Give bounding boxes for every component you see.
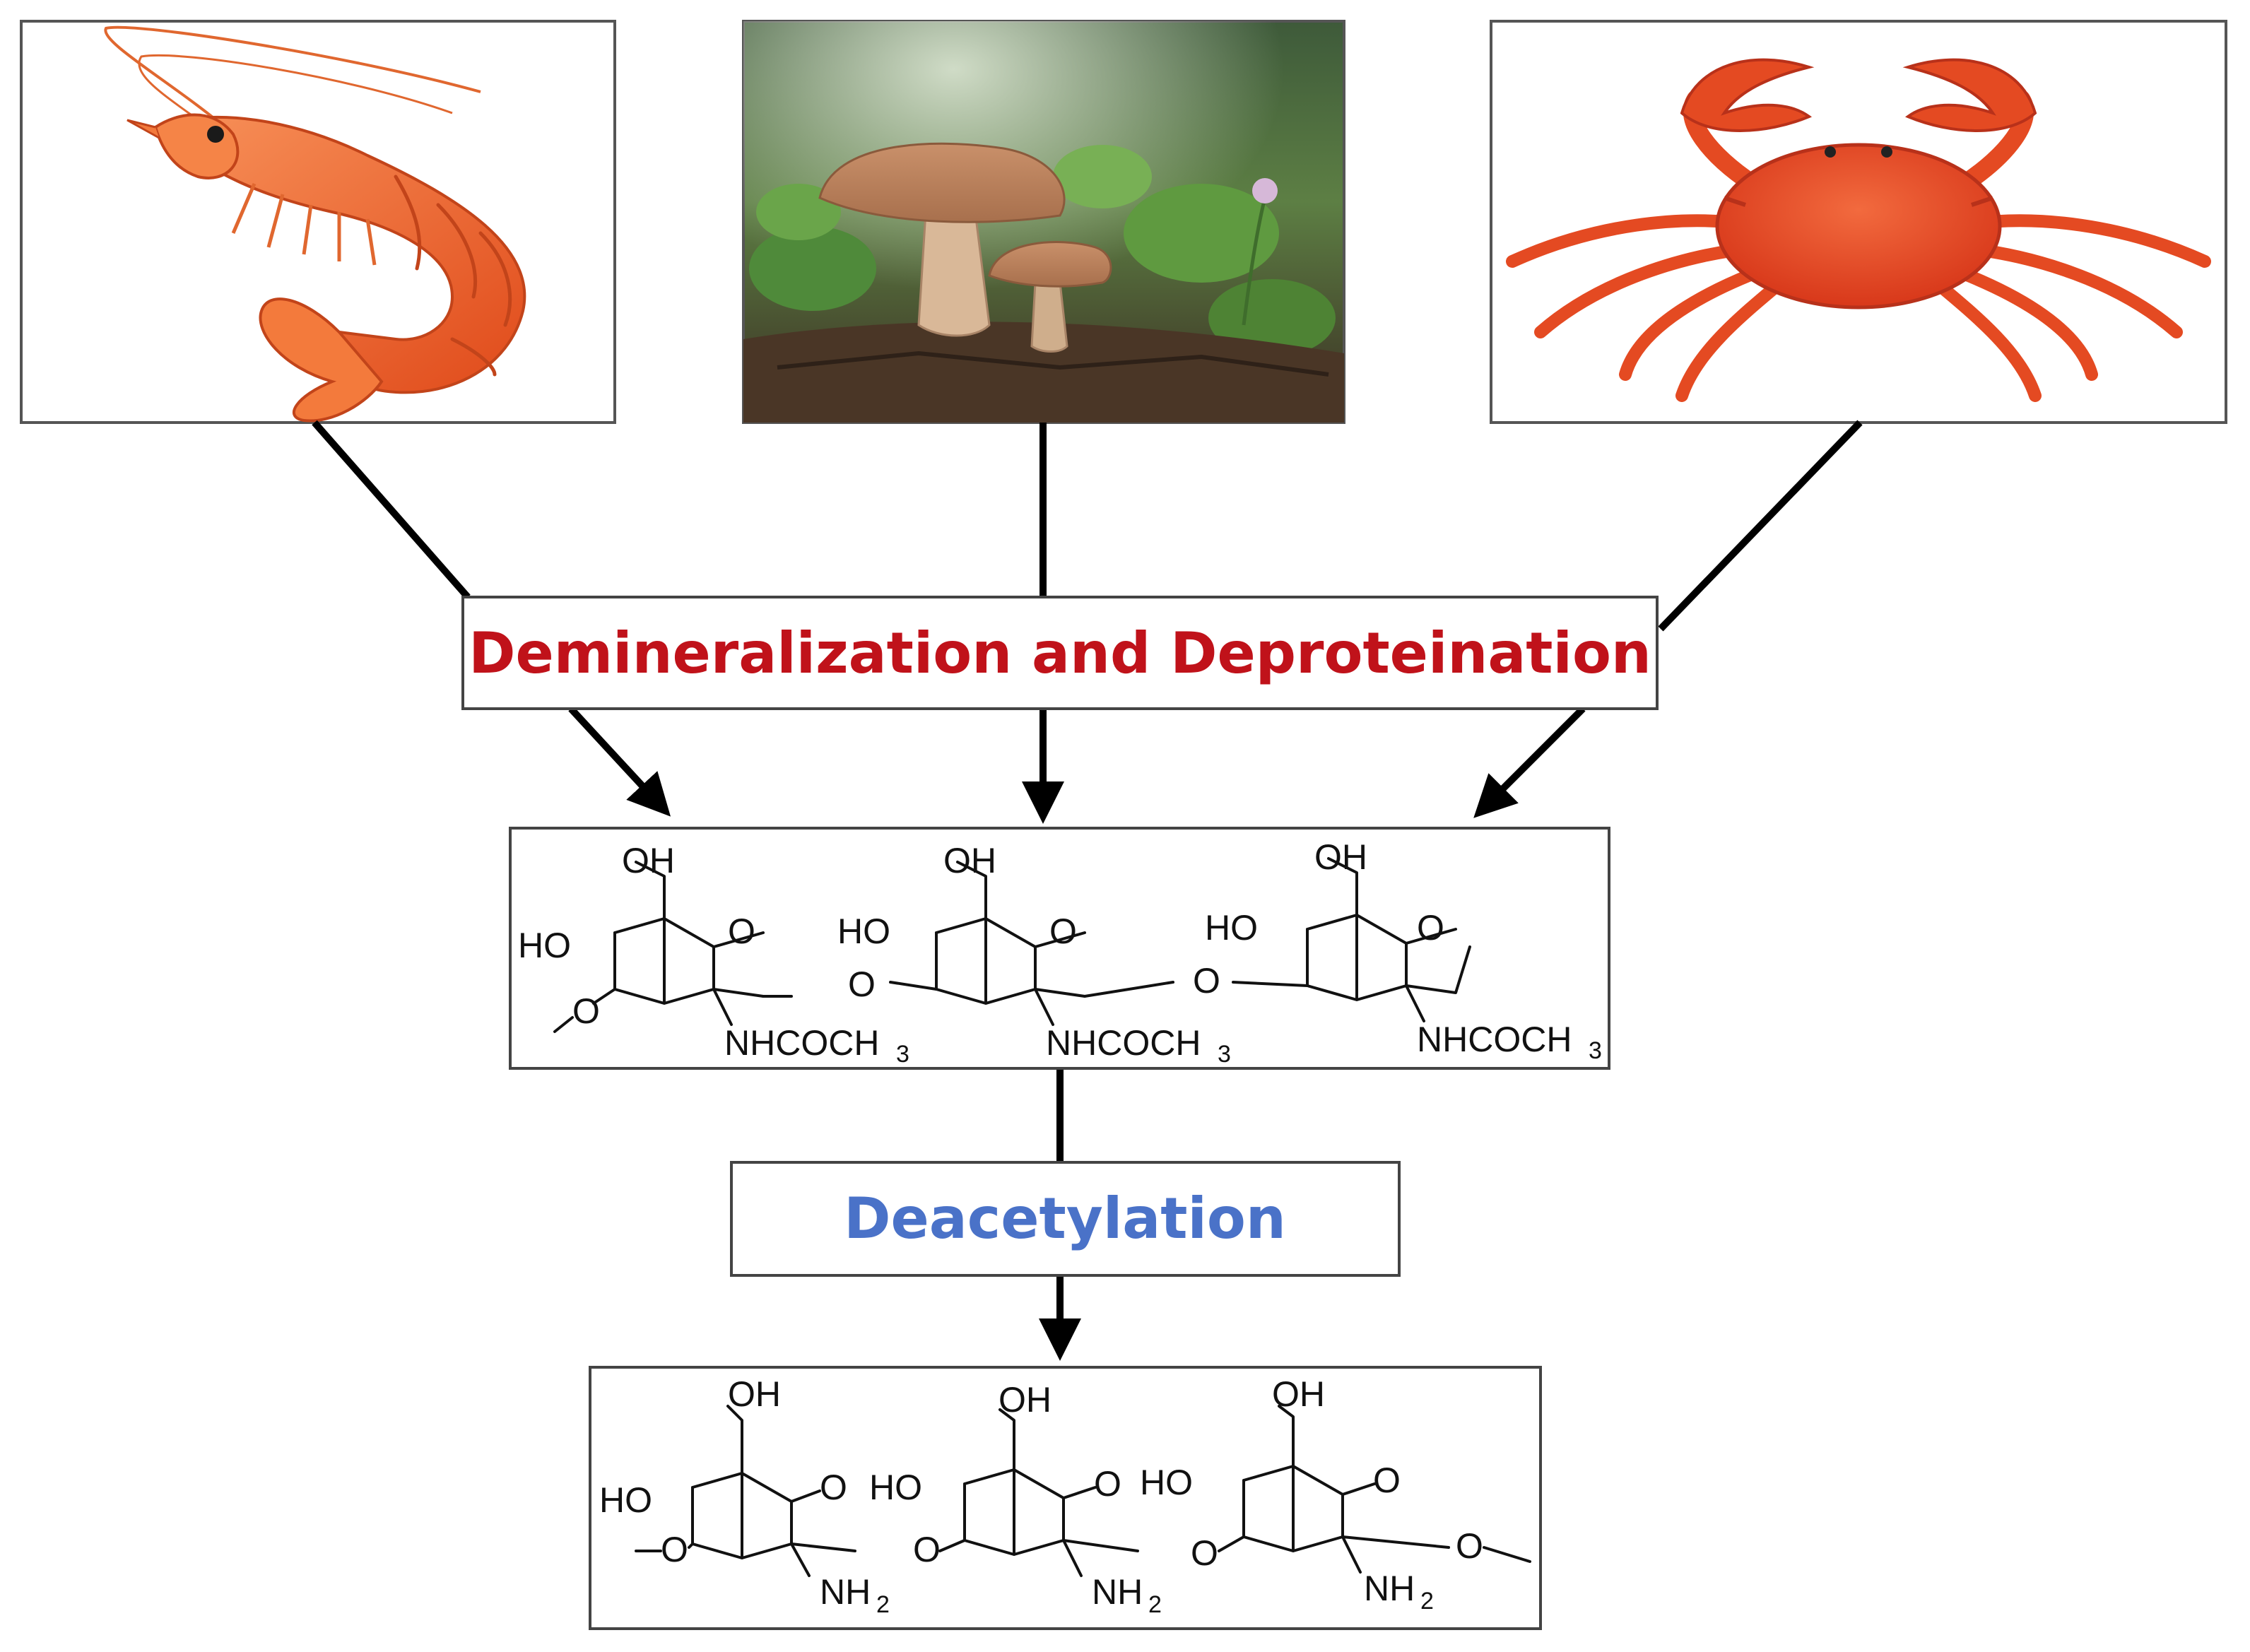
chitin-sub3-3: 3 bbox=[1589, 1037, 1602, 1064]
chitin-nhcoch-2: NHCOCH bbox=[1046, 1023, 1201, 1063]
chitosan-unit-2: OH HO O NH 2 bbox=[869, 1380, 1162, 1618]
mushroom-panel bbox=[742, 20, 1345, 424]
step1-to-chitin-arrows bbox=[568, 706, 1586, 824]
chitin-ring-o-2: O bbox=[1049, 911, 1077, 951]
chitosan-o-left: O bbox=[661, 1530, 688, 1569]
chitin-ring-o-1: O bbox=[728, 911, 755, 951]
chitosan-unit-3: OH HO O O NH 2 bbox=[1140, 1374, 1531, 1615]
chitin-unit-2: OH HO O NHCOCH 3 bbox=[837, 841, 1231, 1068]
shrimp-icon bbox=[104, 25, 526, 423]
chitin-oh-3: OH bbox=[1314, 837, 1367, 877]
chitin-unit-1: OH HO O O NHCOCH 3 bbox=[518, 841, 909, 1068]
chitosan-ring-o-2: O bbox=[1094, 1464, 1121, 1504]
chitosan-glyco-o-2: O bbox=[1191, 1533, 1218, 1573]
chitin-unit-3: OH HO O NHCOCH 3 bbox=[1205, 837, 1602, 1064]
chitosan-oh-1: OH bbox=[728, 1374, 781, 1414]
chitin-sub3-1: 3 bbox=[896, 1041, 909, 1068]
chitosan-nh-3: NH bbox=[1364, 1569, 1415, 1608]
chitin-glyco-o-2: O bbox=[1193, 961, 1220, 1001]
chitosan-structure: OH HO O O NH 2 O OH HO O NH 2 O OH HO bbox=[589, 1366, 1542, 1630]
chitin-oh-1: OH bbox=[622, 841, 675, 880]
chitin-ho-2: HO bbox=[837, 911, 890, 951]
source-connectors bbox=[312, 420, 1863, 632]
crab-icon bbox=[1506, 58, 2211, 402]
chitin-ring-o-3: O bbox=[1417, 908, 1444, 948]
step2-box: Deacetylation bbox=[730, 1161, 1401, 1277]
chitosan-sub2-2: 2 bbox=[1148, 1591, 1162, 1618]
chitin-glyco-o-1: O bbox=[848, 964, 876, 1004]
chitosan-oh-3: OH bbox=[1272, 1374, 1325, 1414]
chitin-o-left: O bbox=[572, 991, 600, 1031]
chitosan-ring-o-3: O bbox=[1373, 1461, 1401, 1500]
chitosan-ring-o-1: O bbox=[820, 1468, 847, 1507]
chitin-sub3-2: 3 bbox=[1218, 1041, 1231, 1068]
mushroom-icon bbox=[743, 142, 1344, 423]
chitosan-oh-2: OH bbox=[999, 1380, 1052, 1420]
chitosan-o-right: O bbox=[1456, 1526, 1483, 1566]
crab-panel bbox=[1490, 20, 2227, 424]
chitin-nhcoch-1: NHCOCH bbox=[724, 1023, 879, 1063]
chitosan-nh-2: NH bbox=[1092, 1572, 1143, 1612]
chitosan-ho-2: HO bbox=[869, 1468, 922, 1507]
chitin-ho-3: HO bbox=[1205, 908, 1258, 948]
chitosan-nh-1: NH bbox=[820, 1572, 871, 1612]
step1-label: Demineralization and Deproteination bbox=[469, 620, 1651, 686]
chitosan-ho-3: HO bbox=[1140, 1463, 1193, 1502]
chitosan-ho-1: HO bbox=[599, 1480, 652, 1520]
step1-box: Demineralization and Deproteination bbox=[461, 596, 1659, 710]
chitosan-sub2-3: 2 bbox=[1420, 1588, 1434, 1615]
step2-label: Deacetylation bbox=[844, 1186, 1286, 1251]
chitin-oh-2: OH bbox=[943, 841, 996, 880]
chitin-ho-1: HO bbox=[518, 926, 571, 965]
chitosan-sub2-1: 2 bbox=[876, 1591, 890, 1618]
chitin-structure: OH HO O O NHCOCH 3 O OH HO O NHCOCH 3 O … bbox=[509, 827, 1610, 1070]
chitosan-unit-1: OH HO O O NH 2 bbox=[599, 1374, 890, 1618]
chitosan-glyco-o-1: O bbox=[913, 1530, 941, 1569]
shrimp-panel bbox=[20, 20, 616, 424]
chitin-nhcoch-3: NHCOCH bbox=[1417, 1020, 1572, 1059]
